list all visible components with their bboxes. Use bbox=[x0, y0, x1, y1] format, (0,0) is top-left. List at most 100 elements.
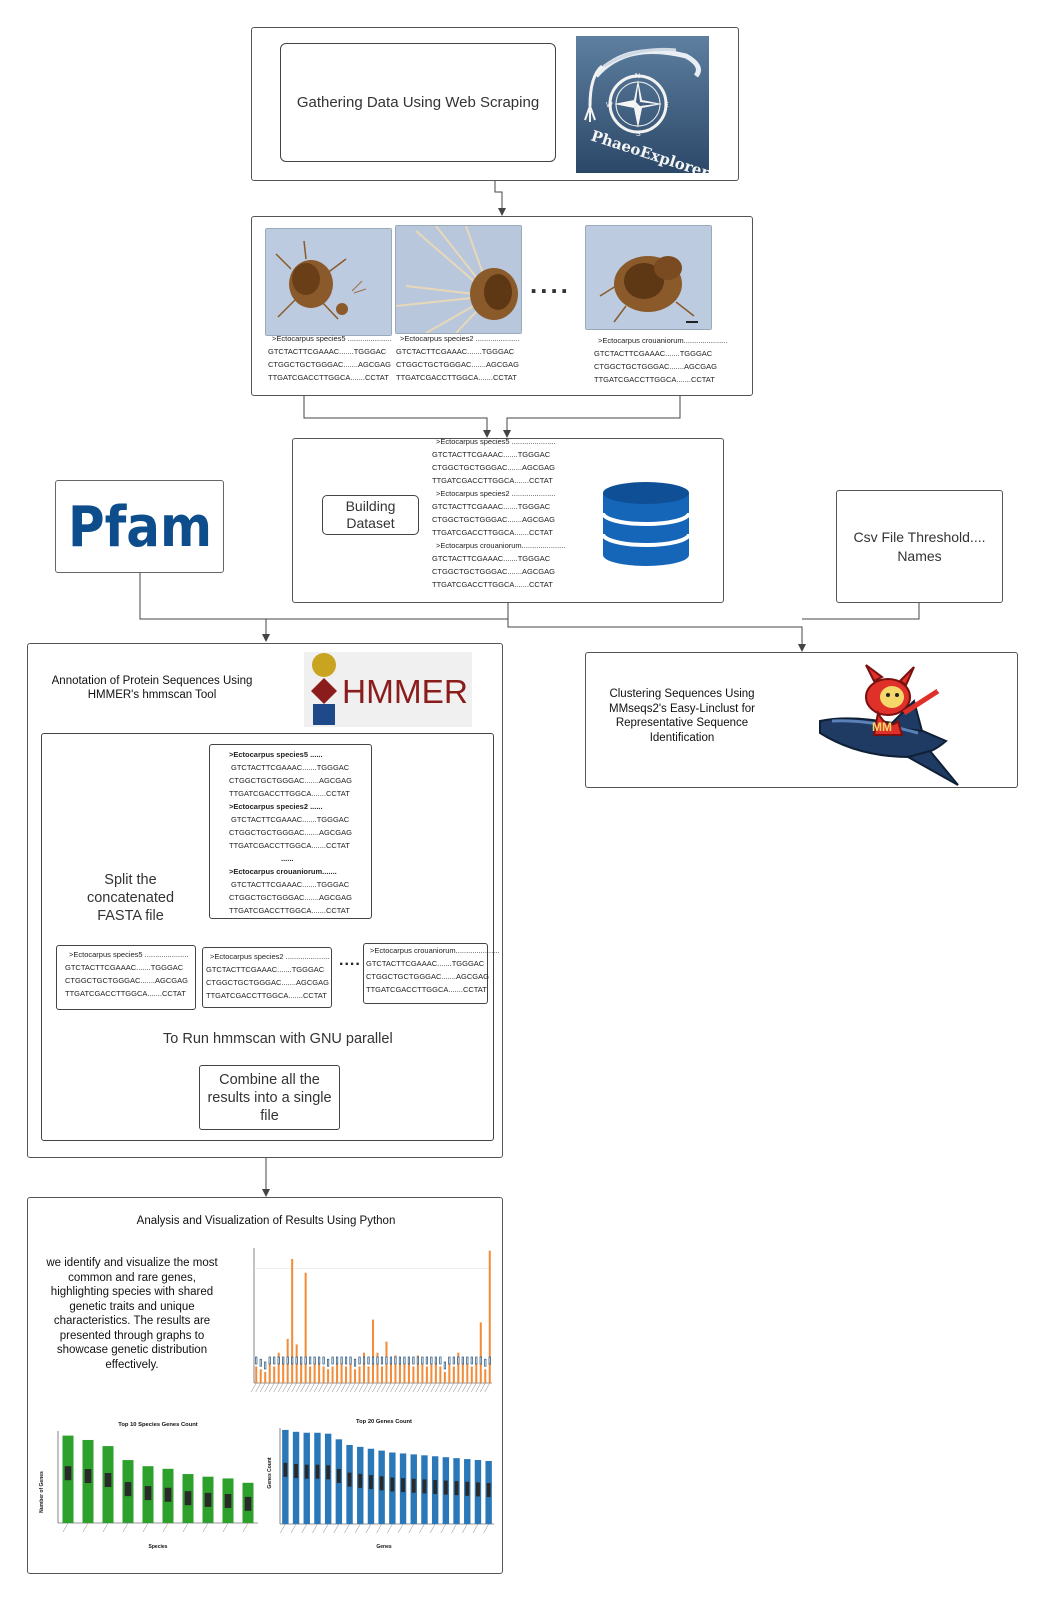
hmmer-logo: HMMER bbox=[304, 652, 472, 727]
dataset-panel: Building Dataset >Ectocarpus species5 ..… bbox=[292, 437, 724, 603]
sequence-line: CTGGCTGCTGGGAC.......AGCGAG bbox=[396, 360, 519, 369]
chart-tick-label bbox=[349, 1382, 356, 1393]
chart-box bbox=[349, 1356, 352, 1365]
chart-tick-label bbox=[457, 1382, 463, 1393]
chart-bar bbox=[340, 1360, 343, 1383]
chart-tick-label bbox=[264, 1382, 270, 1393]
chart-tick-label bbox=[280, 1523, 286, 1534]
chart-box bbox=[416, 1356, 419, 1365]
sequence-line: TTGATCGACCTTGGCA.......CCTAT bbox=[432, 476, 553, 485]
sequence-header: >Ectocarpus crouaniorum.................… bbox=[370, 946, 500, 955]
sequence-line: CTGGCTGCTGGGAC.......AGCGAG bbox=[594, 362, 717, 371]
chart-tick-label bbox=[82, 1522, 89, 1533]
chart-tick-label bbox=[301, 1523, 307, 1534]
chart-data-label bbox=[204, 1492, 212, 1507]
chart-tick-label bbox=[313, 1382, 320, 1393]
chart-bar bbox=[412, 1366, 415, 1383]
chart-data-label bbox=[294, 1464, 298, 1479]
mmseqs-mascot-icon: MM bbox=[819, 664, 959, 786]
sequence-line: CTGGCTGCTGGGAC.......AGCGAG bbox=[229, 893, 352, 902]
chart-tick-label bbox=[471, 1382, 477, 1393]
top-species-chart: Top 10 Species Genes Count Number of Gen… bbox=[39, 1422, 258, 1550]
chart-box bbox=[286, 1356, 289, 1365]
sequence-line: CTGGCTGCTGGGAC.......AGCGAG bbox=[206, 978, 329, 987]
compass-letter-w: W bbox=[606, 102, 613, 109]
chart-box bbox=[259, 1358, 262, 1367]
chart-tick-label bbox=[451, 1523, 457, 1534]
chart-bar bbox=[452, 1366, 455, 1383]
chart-data-label bbox=[347, 1472, 352, 1487]
chart-tick-label bbox=[394, 1382, 401, 1393]
chart-tick-label bbox=[376, 1382, 383, 1393]
chart-bar bbox=[291, 1258, 294, 1383]
chart-bar bbox=[461, 1358, 464, 1383]
mascot-mm-text: MM bbox=[872, 720, 892, 734]
chart-tick-label bbox=[202, 1522, 209, 1533]
chart-data-label bbox=[224, 1494, 232, 1509]
sequence-line: GTCTACTTCGAAAC.......TGGGAC bbox=[432, 554, 551, 563]
chart-tick-label bbox=[251, 1382, 257, 1393]
sequence-line: CTGGCTGCTGGGAC.......AGCGAG bbox=[432, 515, 555, 524]
chart-box bbox=[322, 1356, 325, 1365]
chart-data-label bbox=[401, 1478, 405, 1493]
chart-box bbox=[488, 1356, 491, 1365]
chart-box bbox=[268, 1356, 271, 1365]
chart-tick-label bbox=[376, 1523, 382, 1534]
chart-tick-label bbox=[390, 1382, 396, 1393]
sequence-header: >Ectocarpus crouaniorum....... bbox=[229, 867, 337, 876]
chart-tick-label bbox=[440, 1523, 447, 1534]
chart-tick-label bbox=[102, 1522, 109, 1533]
chart-data-label bbox=[304, 1464, 309, 1479]
chart-bar bbox=[403, 1360, 406, 1383]
chart-tick-label bbox=[475, 1382, 481, 1393]
chart-tick-label bbox=[403, 1382, 410, 1393]
chart-bar bbox=[389, 1360, 392, 1383]
sequence-line: TTGATCGACCTTGGCA.......CCTAT bbox=[268, 373, 389, 382]
chart-tick-label bbox=[269, 1382, 275, 1393]
sequence-line: TTGATCGACCTTGGCA.......CCTAT bbox=[229, 841, 350, 850]
chart-bar bbox=[421, 1360, 424, 1383]
chart-tick-label bbox=[453, 1382, 459, 1393]
sequence-line: GTCTACTTCGAAAC.......TGGGAC bbox=[432, 502, 551, 511]
chart-data-label bbox=[64, 1466, 72, 1481]
sequence-line: GTCTACTTCGAAAC.......TGGGAC bbox=[206, 965, 325, 974]
database-icon bbox=[601, 482, 691, 566]
fasta-dots: ...... bbox=[281, 854, 294, 863]
chart-bar bbox=[376, 1352, 379, 1383]
chart-bar bbox=[434, 1360, 437, 1383]
chart-box bbox=[344, 1356, 348, 1365]
chart-box bbox=[309, 1356, 312, 1365]
chart-bar bbox=[345, 1366, 348, 1383]
chart-tick-label bbox=[399, 1382, 405, 1393]
chart-bar bbox=[354, 1369, 357, 1383]
chart-box bbox=[295, 1356, 298, 1365]
chart-box bbox=[353, 1358, 357, 1367]
chart-tick-label bbox=[462, 1382, 468, 1393]
chart-tick-label bbox=[363, 1382, 369, 1393]
chart-bar bbox=[268, 1363, 271, 1383]
sequence-line: TTGATCGACCTTGGCA.......CCTAT bbox=[594, 375, 715, 384]
chart-box bbox=[389, 1356, 393, 1365]
chart-tick-label bbox=[397, 1523, 404, 1534]
chart-data-label bbox=[454, 1481, 459, 1496]
chart-data-label bbox=[283, 1462, 288, 1477]
chart-tick-label bbox=[448, 1382, 455, 1393]
chart-tick-label bbox=[385, 1382, 392, 1393]
sample-sequence-2: >Ectocarpus species2 ...................… bbox=[396, 332, 519, 384]
chart-tick-label bbox=[295, 1382, 302, 1393]
sequence-line: TTGATCGACCTTGGCA.......CCTAT bbox=[366, 985, 487, 994]
sequence-header: >Ectocarpus species5 ...... bbox=[229, 750, 323, 759]
chart-tick-label bbox=[333, 1523, 340, 1534]
sequence-header: >Ectocarpus species5 ...................… bbox=[272, 334, 392, 343]
chart-box bbox=[340, 1356, 343, 1365]
chart-tick-label bbox=[273, 1382, 279, 1393]
chart-box bbox=[425, 1356, 428, 1365]
chart-tick-label bbox=[367, 1382, 374, 1393]
sequence-line: TTGATCGACCTTGGCA.......CCTAT bbox=[206, 991, 327, 1000]
chart-bar bbox=[425, 1366, 428, 1383]
top-genes-chart: Top 20 Genes Count Genes Count Genes bbox=[267, 1419, 494, 1550]
split-fasta-text: Split the concatenated FASTA file bbox=[86, 872, 175, 924]
chart-bar bbox=[398, 1363, 401, 1383]
combine-results-text: Combine all the results into a single fi… bbox=[207, 1071, 332, 1124]
clustering-panel: Clustering Sequences Using MMseqs2's Eas… bbox=[585, 652, 1018, 788]
